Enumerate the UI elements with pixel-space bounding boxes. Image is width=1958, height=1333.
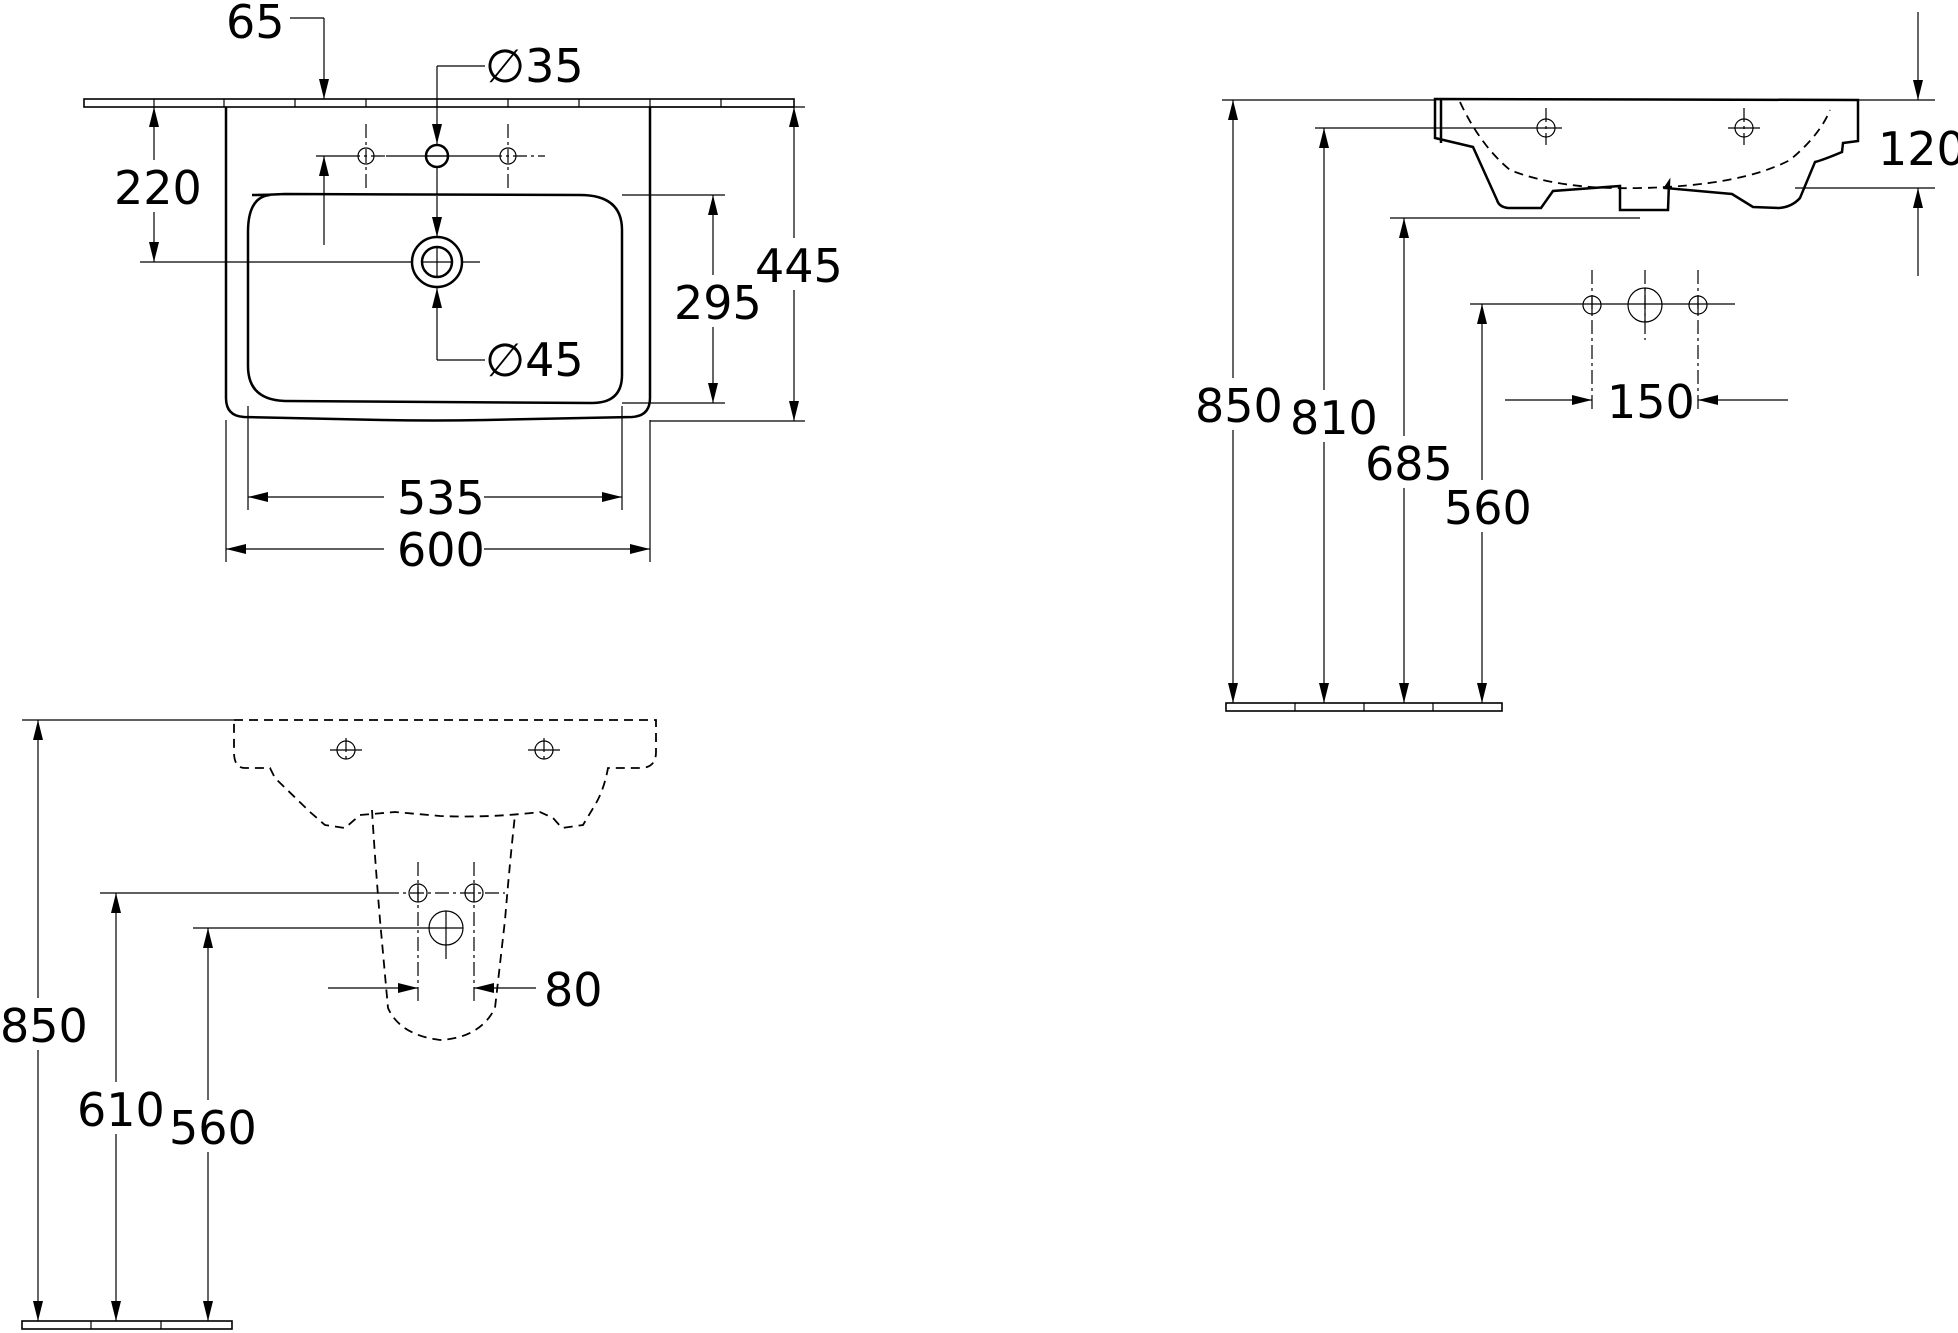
dim-front-610: 610 [74,893,165,1321]
front-tap-hole-right [528,738,560,762]
top-view: 65 ∅35 220 ∅45 295 [83,0,843,577]
dim-535-label: 535 [397,471,485,525]
front-basin-hidden [233,719,657,829]
side-view: 120 850 810 685 560 [1194,12,1958,712]
side-basin-outline [1433,97,1860,212]
tap-hole-left [346,124,386,190]
wall-connection-points [1536,270,1735,410]
dim-front-560: 560 [166,928,257,1321]
dim-diameter-35: ∅35 [432,39,584,195]
dim-front-850-label: 850 [0,999,88,1053]
dim-220-label: 220 [114,161,202,215]
top-view-wall [83,98,795,108]
side-basin-bowl-hidden [1459,101,1831,190]
dim-side-810: 810 [1288,128,1378,703]
dim-side-810-label: 810 [1290,391,1378,445]
dim-front-80: 80 [328,963,603,1017]
front-view-floor [21,1320,233,1330]
dim-445-label: 445 [755,239,843,293]
dim-side-560-label: 560 [1444,481,1532,535]
side-tap-hole-left [1530,108,1562,145]
dim-front-80-label: 80 [544,963,603,1017]
dim-side-850-label: 850 [1195,379,1283,433]
front-tap-hole-left [330,738,362,762]
dim-220: 220 [110,107,202,262]
dim-445: 445 [752,107,843,421]
dim-diameter-45-label: ∅45 [485,333,584,387]
dim-295-label: 295 [674,276,762,330]
dim-150-label: 150 [1607,375,1695,429]
dim-front-850: 850 [0,720,88,1321]
basin-bowl [246,192,624,405]
tap-hole-right [488,124,545,190]
dim-600: 600 [226,522,650,577]
dim-120-label: 120 [1878,122,1958,176]
dim-65-label: 65 [226,0,285,49]
dim-120: 120 [1878,12,1958,276]
dim-diameter-45: ∅45 [432,196,584,387]
dim-600-label: 600 [397,523,485,577]
dim-front-560-label: 560 [169,1101,257,1155]
basin-outline [224,107,652,422]
dim-side-685-label: 685 [1365,437,1453,491]
drain-hole [410,235,480,289]
dim-side-560: 560 [1442,304,1532,703]
dim-65: 65 [226,0,346,245]
pedestal-hidden [371,809,516,1041]
front-waste-point [428,910,464,962]
dim-295: 295 [672,195,762,403]
dim-front-610-label: 610 [77,1083,165,1137]
side-view-floor [1225,702,1503,712]
side-tap-hole-right [1728,108,1760,145]
front-view: 850 610 560 80 [0,719,657,1330]
dim-side-685: 685 [1364,218,1453,703]
dim-150: 150 [1505,375,1788,429]
dim-diameter-35-label: ∅35 [485,39,584,93]
dim-535: 535 [248,470,622,525]
front-supply-points [385,862,505,1005]
dim-side-850: 850 [1194,100,1283,703]
